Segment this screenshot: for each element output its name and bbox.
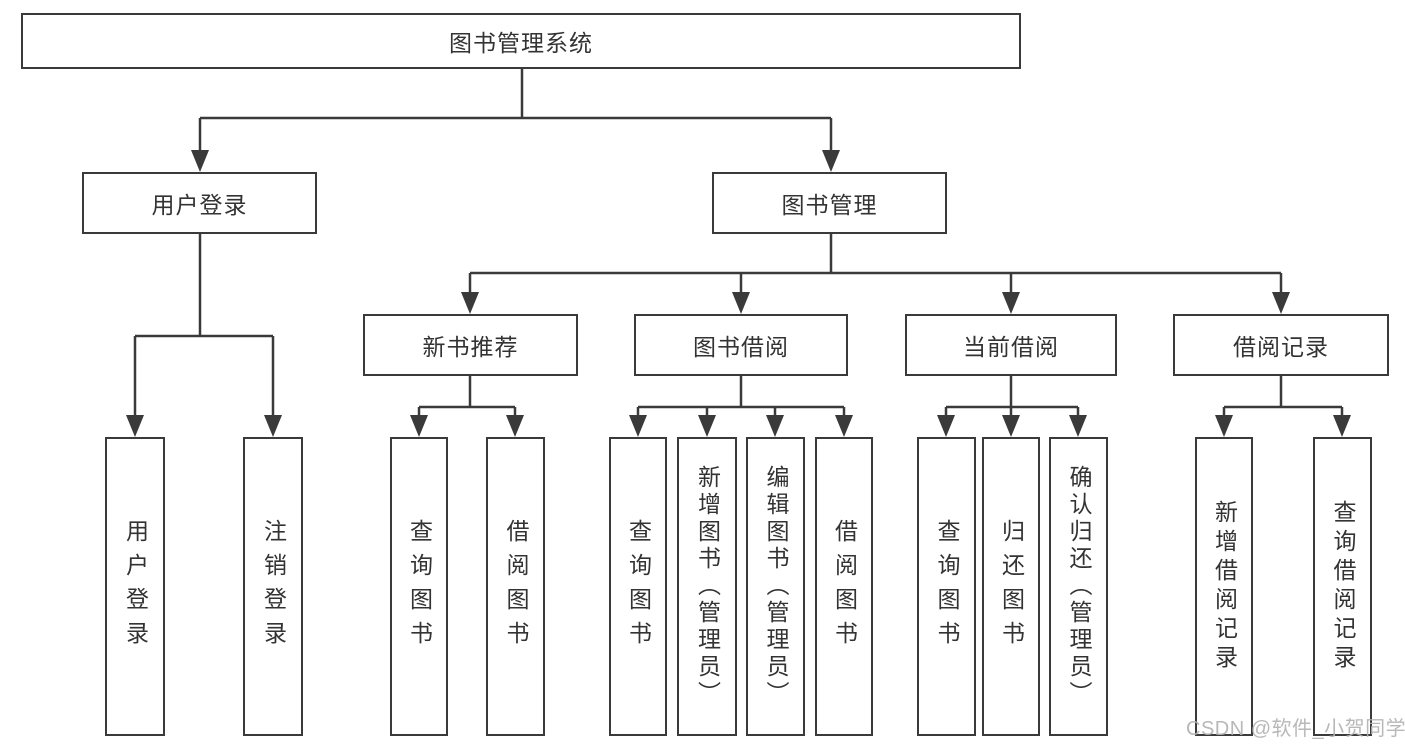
leaf-borrow-books-borrowing: 借阅图书 xyxy=(815,437,873,736)
leaf-borrow-books-recommend: 借阅图书 xyxy=(486,437,545,736)
csdn-watermark: CSDN @软件_小贺同学 xyxy=(1186,718,1405,740)
leaf-query-books-borrowing: 查询图书 xyxy=(609,437,667,736)
tree-edges xyxy=(133,69,1344,416)
leaf-query-borrow-record-label: 查询借阅记录 xyxy=(1330,499,1356,674)
leaf-edit-book-admin-label: 编辑图书（管理员） xyxy=(763,465,789,708)
leaf-query-books-recommend: 查询图书 xyxy=(390,437,448,736)
leaf-return-books-label: 归还图书 xyxy=(998,518,1025,655)
leaf-confirm-return-admin-label: 确认归还（管理员） xyxy=(1066,465,1092,708)
node-library-management-system: 图书管理系统 xyxy=(21,13,1021,69)
leaf-logout-label: 注销登录 xyxy=(260,518,287,655)
node-user-login: 用户登录 xyxy=(82,172,317,234)
arrowheads xyxy=(126,150,1351,437)
leaf-confirm-return-admin: 确认归还（管理员） xyxy=(1049,437,1108,736)
node-book-management: 图书管理 xyxy=(712,172,947,234)
leaf-return-books: 归还图书 xyxy=(982,437,1040,736)
leaf-query-books-current-label: 查询图书 xyxy=(934,518,960,655)
leaf-user-login: 用户登录 xyxy=(105,437,165,736)
leaf-add-borrow-record-label: 新增借阅记录 xyxy=(1211,499,1238,674)
leaf-edit-book-admin: 编辑图书（管理员） xyxy=(746,437,805,736)
node-current-borrowing: 当前借阅 xyxy=(905,314,1117,376)
leaf-borrow-books-borrowing-label: 借阅图书 xyxy=(831,518,858,655)
leaf-add-book-admin-label: 新增图书（管理员） xyxy=(694,465,721,708)
leaf-query-books-recommend-label: 查询图书 xyxy=(406,518,433,655)
leaf-query-books-current: 查询图书 xyxy=(917,437,976,736)
leaf-logout: 注销登录 xyxy=(243,437,303,736)
node-book-borrowing: 图书借阅 xyxy=(634,314,848,376)
node-new-book-recommendation: 新书推荐 xyxy=(363,314,578,376)
leaf-borrow-books-recommend-label: 借阅图书 xyxy=(503,518,529,655)
node-borrowing-records: 借阅记录 xyxy=(1173,314,1389,376)
leaf-query-borrow-record: 查询借阅记录 xyxy=(1313,437,1372,736)
leaf-query-books-borrowing-label: 查询图书 xyxy=(625,518,652,655)
leaf-user-login-label: 用户登录 xyxy=(122,518,149,655)
leaf-add-book-admin: 新增图书（管理员） xyxy=(677,437,737,736)
leaf-add-borrow-record: 新增借阅记录 xyxy=(1195,437,1253,736)
